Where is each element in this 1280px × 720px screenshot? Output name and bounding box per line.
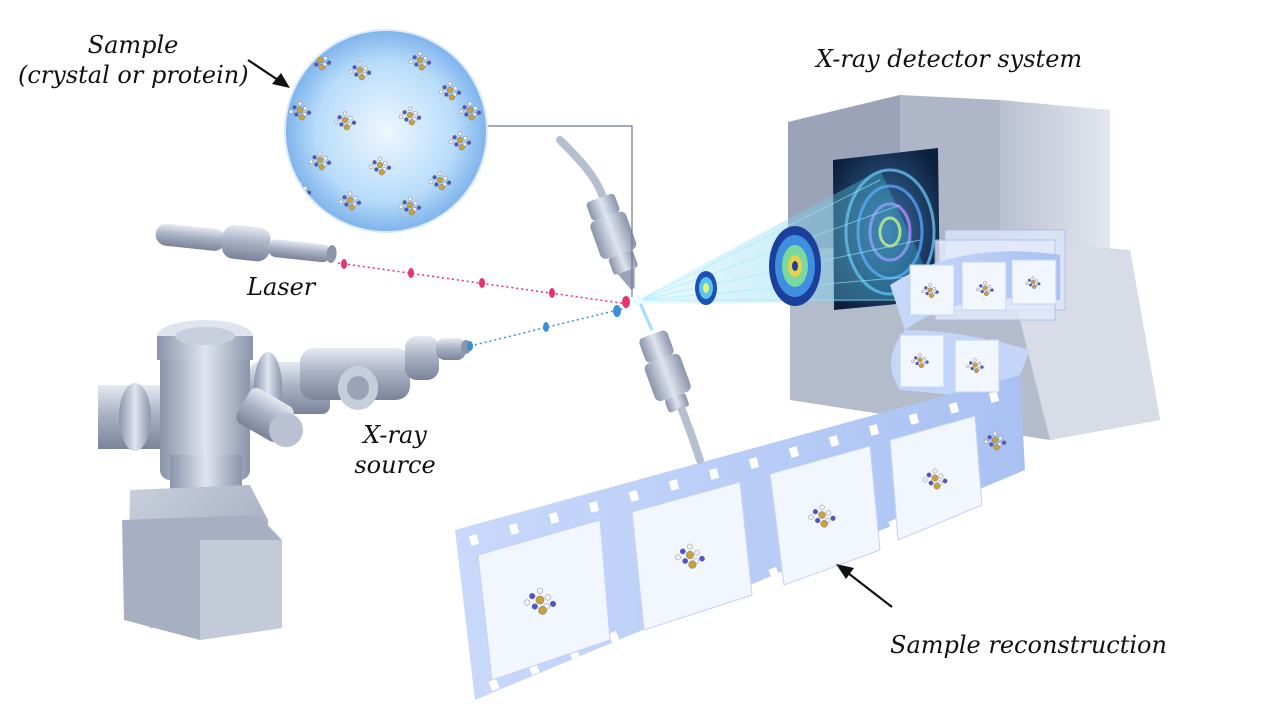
laser-pulses	[341, 259, 630, 308]
xray-viewport-inner	[347, 376, 369, 400]
sample-molecule	[408, 51, 432, 71]
xray-base-face	[200, 540, 282, 640]
sample-molecule	[288, 101, 312, 121]
injector-collar-2	[608, 250, 638, 275]
detector-label: X-ray detector system	[816, 45, 1083, 73]
sample-label: Sample (crystal or protein)	[18, 30, 249, 90]
sample-jet	[638, 302, 654, 331]
diffraction-disk-medium	[769, 226, 821, 306]
film-sprocket-rail-top	[468, 391, 1000, 546]
injector-tip	[617, 267, 635, 290]
laser-label: Laser	[247, 273, 316, 301]
film-molecule	[1025, 276, 1041, 289]
xray-label-line2: source	[354, 451, 436, 479]
arrow-icon	[247, 59, 290, 88]
sample-molecule	[398, 106, 422, 126]
sample-label-line2: (crystal or protein)	[18, 61, 249, 89]
xray-nozzle	[436, 338, 466, 360]
sample-molecule	[448, 131, 472, 151]
laser-device	[155, 223, 337, 264]
arrow-icon	[836, 564, 893, 608]
sample-molecule	[333, 111, 357, 131]
sample-label-line1: Sample	[87, 31, 179, 59]
film-molecule	[976, 281, 994, 297]
diffraction-beam	[639, 170, 940, 306]
film-molecule	[922, 468, 948, 490]
sample-molecule	[368, 156, 392, 176]
xray-flange-left	[119, 383, 151, 451]
injector-tube-top	[556, 136, 609, 209]
sample-molecule	[458, 101, 482, 121]
injector-body	[590, 211, 637, 259]
injector-collar-1	[586, 193, 620, 221]
catcher-body	[639, 330, 674, 363]
film-molecules	[523, 276, 1041, 615]
sample-molecule	[428, 171, 452, 191]
interaction-point	[633, 295, 643, 305]
laser-barrel	[267, 239, 332, 263]
sample-injector	[556, 136, 704, 464]
catcher-housing	[644, 353, 691, 402]
xray-cross-body	[160, 350, 250, 480]
xray-source	[98, 320, 471, 640]
xray-source-label: X-ray source	[335, 420, 455, 480]
sample-molecule	[438, 81, 462, 101]
sample-magnifier	[284, 29, 633, 297]
sample-molecule	[348, 61, 372, 81]
film-molecule	[983, 431, 1007, 451]
xray-label-line1: X-ray	[363, 421, 427, 449]
sample-molecule	[398, 196, 422, 216]
laser-aperture	[326, 245, 337, 264]
xray-pulses	[467, 305, 621, 351]
film-molecule	[966, 358, 984, 374]
xray-top-cap	[175, 327, 235, 345]
xray-side-port-cap	[269, 413, 303, 447]
sample-molecule	[308, 151, 332, 171]
magnifier-lens	[286, 31, 486, 231]
film-molecule	[911, 353, 929, 369]
sample-molecule	[338, 191, 362, 211]
diffraction-disk-small	[695, 271, 717, 305]
film-molecule	[523, 587, 557, 615]
film-molecule	[675, 543, 705, 569]
xray-nozzle-collar	[405, 336, 439, 380]
laser-rear	[155, 223, 226, 251]
laser-body	[221, 224, 271, 262]
magnifier-leader-line	[486, 125, 633, 297]
film-molecule	[921, 283, 939, 299]
detector-cabinet-side	[1000, 100, 1110, 250]
injector-tube-bottom	[678, 406, 704, 464]
reconstruction-label: Sample reconstruction	[890, 631, 1167, 659]
film-molecule	[808, 504, 836, 528]
